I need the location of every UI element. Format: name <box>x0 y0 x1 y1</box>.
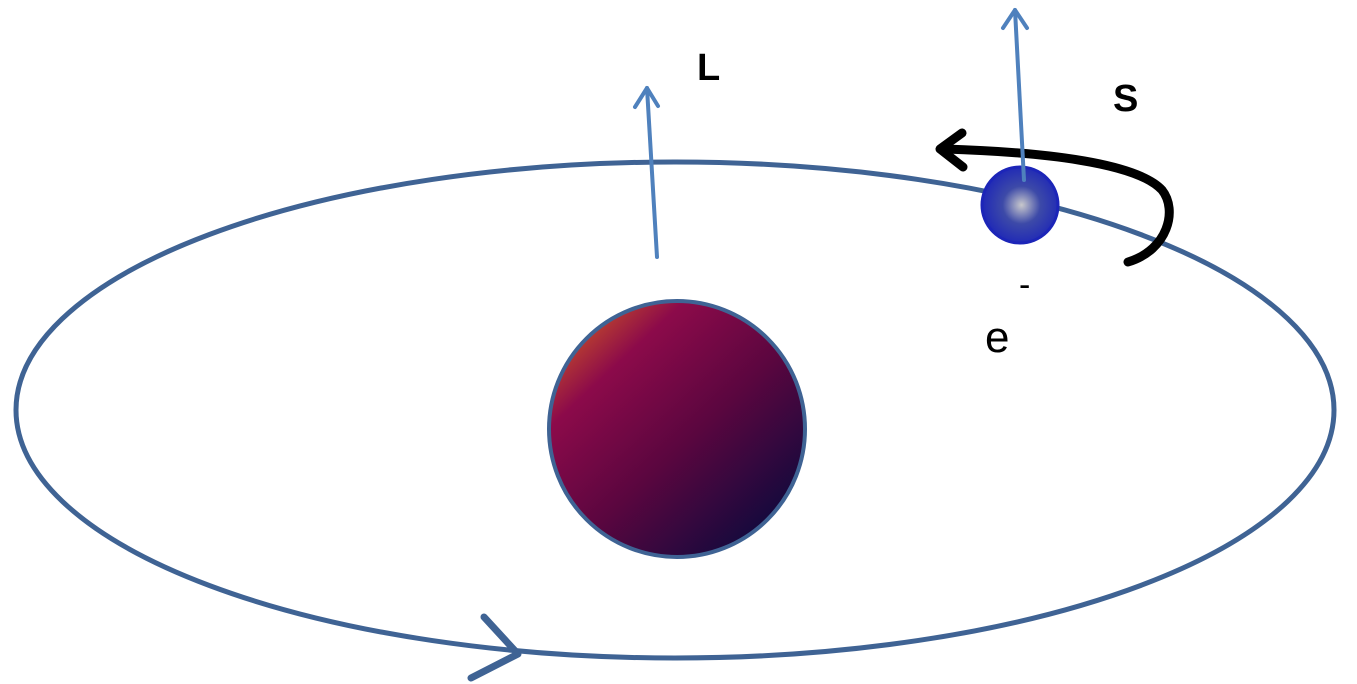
electron <box>980 165 1060 245</box>
spin-angular-momentum-label: S <box>1113 78 1138 120</box>
electron-charge-label: - <box>1019 266 1030 304</box>
chevron-arrow-icon <box>467 613 522 682</box>
orbital-angular-momentum-arrow <box>633 86 660 259</box>
orbital-angular-momentum-label: L <box>697 47 720 89</box>
electron-orbit <box>13 159 1337 661</box>
electron-label: e <box>985 313 1009 362</box>
nucleus <box>547 299 807 559</box>
curved-arrow-icon <box>935 128 1174 267</box>
spin-angular-momentum-arrow <box>1001 8 1029 182</box>
